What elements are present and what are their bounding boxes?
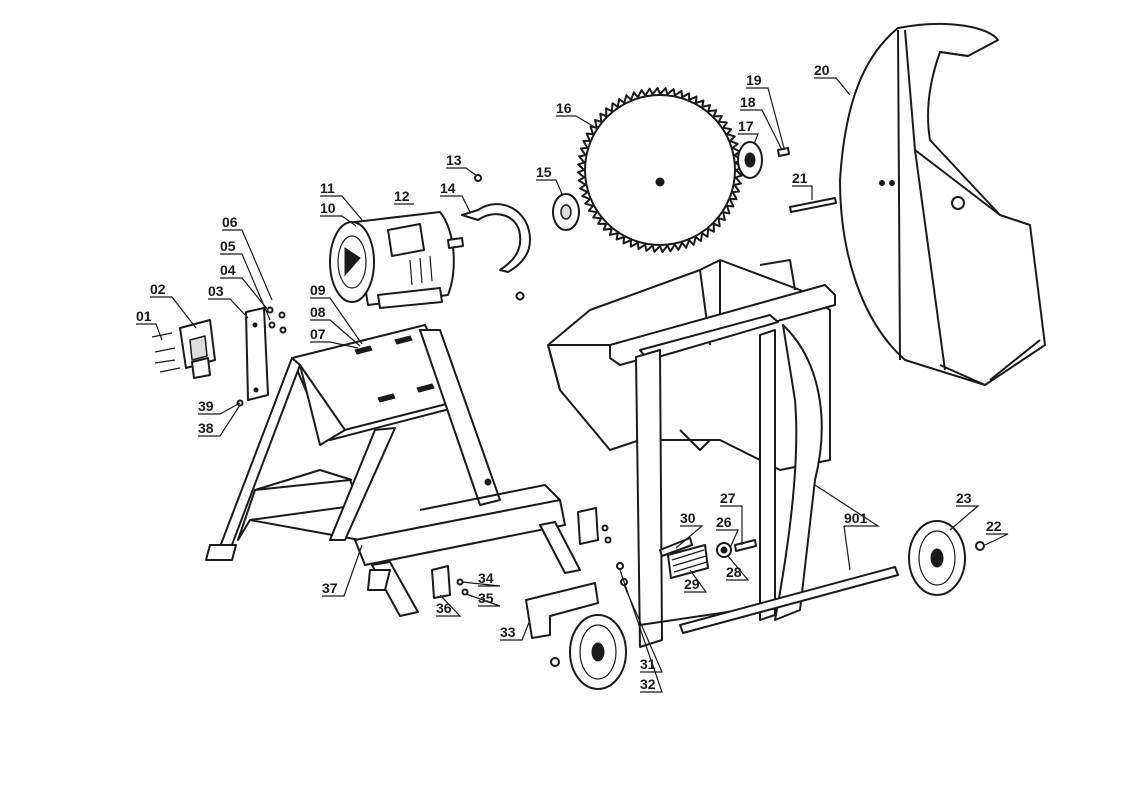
label-14: 14 [440,180,456,196]
label-16: 16 [556,100,572,116]
blade-guard [839,22,1046,386]
switch [179,319,216,379]
small-nuts [236,306,287,407]
label-32: 32 [640,676,656,692]
label-18: 18 [740,94,756,110]
label-04: 04 [220,262,236,278]
bracket-upper [577,507,612,545]
arbor-bolt [777,147,790,157]
saw-blade [577,87,743,253]
motor [329,211,464,309]
label-06: 06 [222,214,238,230]
label-901: 901 [844,510,868,526]
switch-plate [245,307,269,401]
label-10: 10 [320,200,336,216]
label-36: 36 [436,600,452,616]
label-09: 09 [310,282,326,298]
label-01: 01 [136,308,152,324]
label-08: 08 [310,304,326,320]
label-07: 07 [310,326,326,342]
label-20: 20 [814,62,830,78]
motor-clamp [461,174,531,301]
wheel-nuts [550,541,985,667]
main-frame [547,259,836,648]
label-11: 11 [320,180,335,196]
label-35: 35 [478,590,494,606]
label-27: 27 [720,490,736,506]
stand [205,324,581,617]
wheel-left [569,614,627,690]
label-28: 28 [726,564,742,580]
leader-lines [136,77,1009,693]
label-33: 33 [500,624,516,640]
label-02: 02 [150,281,166,297]
label-12: 12 [394,188,410,204]
bracket-36 [431,565,469,599]
label-21: 21 [792,170,808,186]
label-38: 38 [198,420,214,436]
label-31: 31 [640,656,656,672]
label-23: 23 [956,490,972,506]
label-17: 17 [738,118,754,134]
label-22: 22 [986,518,1002,534]
label-15: 15 [536,164,552,180]
switch-screws [151,332,181,373]
part-labels: 01 02 03 04 05 06 07 08 09 10 11 12 13 1… [136,62,1002,692]
label-03: 03 [208,283,224,299]
label-34: 34 [478,570,494,586]
flange-inner [552,193,580,231]
label-29: 29 [684,576,700,592]
wheel-right [908,520,966,596]
flange-outer [737,141,763,179]
spring-assembly [659,537,757,579]
label-37: 37 [322,580,338,596]
label-39: 39 [198,398,214,414]
label-30: 30 [680,510,696,526]
label-05: 05 [220,238,236,254]
pin-21 [789,197,837,213]
label-19: 19 [746,72,762,88]
label-13: 13 [446,152,462,168]
bracket-33 [525,582,599,639]
label-26: 26 [716,514,732,530]
axle [679,566,899,634]
